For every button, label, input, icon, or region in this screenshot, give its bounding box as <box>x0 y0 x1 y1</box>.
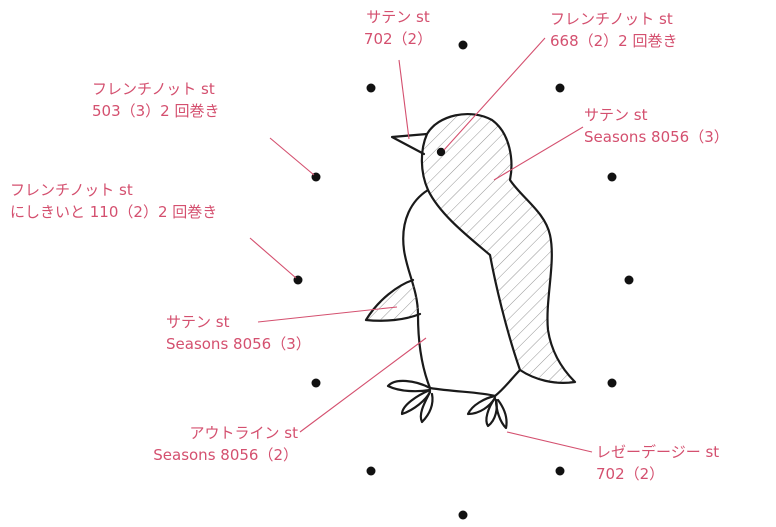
penguin-foot-right <box>466 394 508 430</box>
penguin-eye <box>436 147 446 157</box>
label-left-french-knot: フレンチノット st 503（3）2 回巻き <box>92 78 220 122</box>
knot-dot <box>555 466 565 476</box>
stitch-name: フレンチノット st <box>550 10 673 28</box>
leader-left-french-knot <box>269 137 315 176</box>
penguin-figure <box>364 112 577 430</box>
leader-wing-satin <box>257 306 398 323</box>
knot-dot <box>607 378 617 388</box>
label-far-left-french-knot: フレンチノット st にしきいと 110（2）2 回巻き <box>10 179 217 223</box>
penguin-leg-right <box>493 368 522 398</box>
stitch-name: サテン st <box>166 313 230 331</box>
penguin-beak <box>390 132 429 156</box>
knot-dot <box>458 40 468 50</box>
thread-detail: Seasons 8056（3） <box>166 335 311 353</box>
label-feet-lazy-daisy: レゼーデージー st 702（2） <box>596 441 719 485</box>
knot-dot <box>366 83 376 93</box>
leader-back-satin <box>493 126 584 181</box>
penguin-head-back <box>420 112 577 384</box>
label-outline: アウトライン st Seasons 8056（2） <box>148 422 298 466</box>
label-wing-satin: サテン st Seasons 8056（3） <box>166 311 311 355</box>
stitch-name: フレンチノット st <box>92 80 215 98</box>
thread-detail: Seasons 8056（2） <box>153 446 298 464</box>
thread-detail: 503（3）2 回巻き <box>92 102 220 120</box>
knot-dot <box>555 83 565 93</box>
knot-dot <box>311 378 321 388</box>
penguin-belly <box>428 386 497 398</box>
leader-eye-french-knot <box>443 37 546 151</box>
knot-dot <box>624 275 634 285</box>
thread-detail: にしきいと 110（2）2 回巻き <box>10 203 218 221</box>
thread-detail: Seasons 8056（3） <box>584 128 729 146</box>
thread-detail: 668（2）2 回巻き <box>550 32 678 50</box>
stitch-name: フレンチノット st <box>10 181 133 199</box>
label-eye-french-knot: フレンチノット st 668（2）2 回巻き <box>550 8 678 52</box>
thread-detail: 702（2） <box>363 30 433 48</box>
knot-dot <box>607 172 617 182</box>
knot-dot <box>458 510 468 520</box>
leader-outline <box>299 337 427 433</box>
french-knot-dots <box>293 40 634 520</box>
stitch-name: アウトライン st <box>189 424 298 442</box>
leader-lines <box>249 37 593 453</box>
penguin-foot-left <box>386 379 434 424</box>
leader-far-left-french-knot <box>249 237 297 279</box>
stitch-name: サテン st <box>584 106 648 124</box>
leader-top-satin <box>398 59 410 140</box>
penguin-wing <box>364 278 422 322</box>
stitch-name: サテン st <box>366 8 430 26</box>
thread-detail: 702（2） <box>596 465 665 483</box>
label-back-satin: サテン st Seasons 8056（3） <box>584 104 729 148</box>
stitch-name: レゼーデージー st <box>596 443 720 461</box>
knot-dot <box>366 466 376 476</box>
leader-feet-lazy-daisy <box>506 431 593 453</box>
label-top-satin: サテン st 702（2） <box>343 6 453 50</box>
